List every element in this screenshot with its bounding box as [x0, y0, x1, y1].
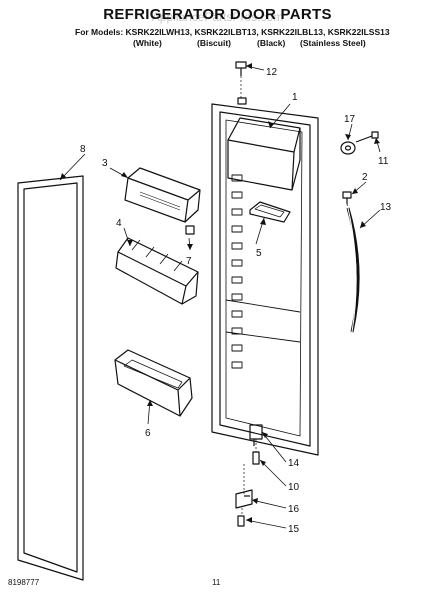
hinge-pin	[252, 451, 260, 465]
callout-6: 6	[145, 428, 151, 439]
callout-7: 7	[186, 256, 192, 267]
top-hinge-screw	[235, 61, 247, 76]
bottom-hinge	[235, 489, 253, 509]
callout-2: 2	[362, 172, 368, 183]
callout-17: 17	[344, 114, 356, 125]
callout-5: 5	[256, 248, 262, 259]
page-title: REFRIGERATOR DOOR PARTS	[103, 6, 332, 23]
door-bin	[114, 349, 193, 417]
egg-bin	[115, 237, 199, 305]
dairy-hinge-part	[185, 225, 195, 235]
callout-14: 14	[288, 458, 300, 469]
callout-13: 13	[380, 202, 392, 213]
door-liner	[211, 97, 319, 456]
callout-3: 3	[102, 158, 108, 169]
callout-10: 10	[288, 482, 300, 493]
callout-16: 16	[288, 504, 300, 515]
callout-15: 15	[288, 524, 300, 535]
color-white: (White)	[133, 38, 162, 48]
callout-1: 1	[292, 92, 298, 103]
small-bin	[249, 201, 291, 223]
stop-screw	[355, 131, 379, 143]
color-biscuit: (Biscuit)	[197, 38, 231, 48]
hinge-screw-bottom	[237, 515, 245, 527]
handle-screw	[342, 191, 352, 204]
models-line: For Models: KSRK22ILWH13, KSRK22ILBT13, …	[75, 27, 390, 37]
callout-4: 4	[116, 218, 122, 229]
callout-8: 8	[80, 144, 86, 155]
color-stainless: (Stainless Steel)	[300, 38, 366, 48]
door-gasket	[17, 175, 84, 581]
door-handle	[346, 207, 360, 333]
dairy-module	[124, 167, 201, 223]
color-black: (Black)	[257, 38, 286, 48]
door-stop	[340, 141, 356, 155]
footer-part-number: 8198777	[8, 578, 40, 587]
callout-11: 11	[378, 156, 389, 167]
callout-12: 12	[266, 67, 278, 78]
footer-page-number: 11	[212, 578, 221, 587]
